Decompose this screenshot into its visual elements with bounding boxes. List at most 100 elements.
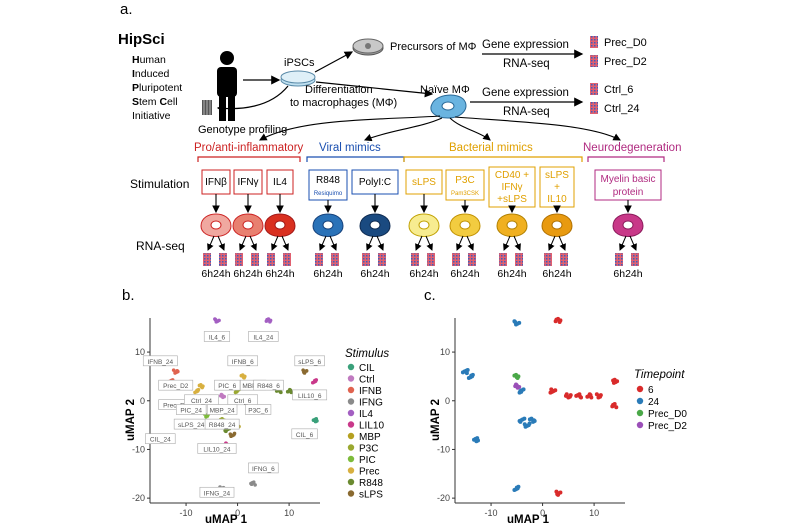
stim-cd40-2: IFNγ [501,182,522,193]
annotation-label: LIL10_6 [298,393,322,400]
umap-point [475,436,480,441]
annotation-box [204,418,240,430]
legend-swatch [347,478,355,486]
annotation-label: LIL10_24 [203,446,230,453]
timepoint-label: 6h24h [233,268,262,280]
naive-macrophage-icon [430,94,467,119]
timepoint-label: 6h24h [497,268,526,280]
sample-tile [203,253,211,266]
legend-label: R848 [359,478,383,489]
bracket-viral [306,156,405,162]
ipsc-dish-icon [280,70,316,87]
umap-point [195,389,200,393]
timepoint-label: 6h24h [360,268,389,280]
sample-tile [590,55,598,67]
umap-point [176,369,180,374]
y-tick-label: 10 [440,347,450,357]
gene-expression-2: Gene expression [482,87,569,99]
c-ylabel: uMAP 2 [430,399,442,441]
sample-tile [452,253,460,266]
annotation-box [145,433,176,445]
arrow-to-tile [329,235,337,251]
umap-point [200,385,205,390]
cell-nucleus [242,220,254,230]
arrow-to-tile [466,235,474,251]
stim-cd40-3: +sLPS [497,194,527,205]
umap-point [242,376,246,380]
precursor-label: Precursors of MΦ [390,41,477,53]
x-tick-label: 10 [284,508,294,518]
legend-swatch [347,386,355,394]
stim-slps: sLPS [412,177,436,188]
y-tick-label: 0 [445,396,450,406]
sample-tile [631,253,639,266]
svg-text:Stem Cell: Stem Cell [132,96,178,108]
umap-point [515,376,520,381]
annotation-box [227,394,258,406]
fanout-arrows [259,115,621,142]
umap-point [513,320,518,325]
legend-swatch [636,397,644,405]
group-pro-anti: Pro/anti-inflammatory [194,142,304,154]
svg-text:Induced: Induced [132,68,170,80]
umap-point [549,387,554,392]
arrow-to-tile [558,235,566,251]
timepoint-label: 6h24h [613,268,642,280]
annotation-label: IFNB_6 [232,359,254,366]
stim-slps-il10-3: IL10 [547,194,567,205]
umap-point [526,423,531,428]
sample-tile [235,253,243,266]
arrow-to-tile [456,235,464,251]
x-tick-label: 0 [235,508,240,518]
bracket-bacterial [403,156,583,162]
arrow-to-tile [366,235,374,251]
arrow-to-tile [319,235,327,251]
cell-nucleus [369,220,381,230]
x-tick-label: 10 [589,508,599,518]
y-tick-label: -10 [132,444,145,454]
cell-nucleus [506,220,518,230]
cell-nucleus [210,220,222,230]
legend-swatch [347,375,355,382]
umap-point [598,394,603,399]
umap-point [517,320,522,325]
sample-ctrl-24: Ctrl_24 [604,103,639,115]
acr-h: H [132,54,140,66]
c-legend-title: Timepoint [634,369,685,381]
legend-label: MBP [359,432,381,443]
umap-point [249,482,254,487]
umap-point [314,417,319,421]
annotation-box [227,355,258,367]
umap-point [253,483,257,487]
umap-point [171,368,176,372]
arrow-ipsc-genotype [216,85,289,113]
legend-label: sLPS [359,490,383,501]
sample-tile [251,253,259,266]
arrow-to-tile [376,235,384,251]
arrow-to-tile [619,235,627,251]
umap-point [313,379,318,384]
umap-point [235,389,239,394]
arrow-ipsc-naive [315,81,434,98]
precursor-dish-icon [352,38,384,56]
stim-mbp-1: Myelin basic [600,174,655,185]
legend-label: LIL10 [359,421,384,432]
rnaseq-2: RNA-seq [503,106,550,118]
sample-prec-d2: Prec_D2 [604,56,647,68]
cell-nucleus [322,220,334,230]
cell-nucleus [418,220,430,230]
umap-point [554,489,559,494]
stimulation-label: Stimulation [130,177,189,191]
umap-point [588,393,593,398]
umap-point [557,320,562,325]
acr-luripotent: luripotent [139,82,182,94]
legend-label: IL4 [359,409,373,420]
umap-point [288,388,293,393]
legend-label: Prec_D0 [648,409,687,420]
arrow-to-tile [239,235,247,251]
annotation-box [142,355,178,367]
umap-point [522,422,527,427]
svg-text:Pluripotent: Pluripotent [132,82,182,94]
